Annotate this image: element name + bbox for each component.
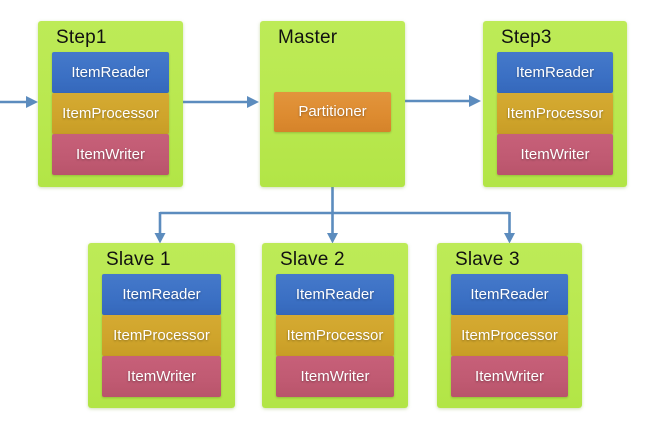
component-itemprocessor: ItemProcessor xyxy=(52,93,169,134)
component-itemwriter: ItemWriter xyxy=(102,356,221,397)
component-itemprocessor: ItemProcessor xyxy=(497,93,613,134)
component-itemprocessor: ItemProcessor xyxy=(451,315,568,356)
arrow-step1-to-master xyxy=(183,96,259,108)
component-partitioner: Partitioner xyxy=(274,92,391,132)
component-itemreader: ItemReader xyxy=(451,274,568,315)
node-master: Master Partitioner xyxy=(260,21,405,187)
component-itemwriter: ItemWriter xyxy=(52,134,169,175)
arrowhead-right-icon xyxy=(469,95,481,107)
node-title: Slave 3 xyxy=(455,249,520,270)
component-itemreader: ItemReader xyxy=(276,274,394,315)
arrowhead-down-icon xyxy=(327,233,338,244)
node-title: Slave 1 xyxy=(106,249,171,270)
node-title: Step1 xyxy=(56,27,107,48)
component-stack: ItemReader ItemProcessor ItemWriter xyxy=(276,274,394,397)
node-slave2: Slave 2 ItemReader ItemProcessor ItemWri… xyxy=(262,243,408,408)
component-itemreader: ItemReader xyxy=(102,274,221,315)
component-stack: ItemReader ItemProcessor ItemWriter xyxy=(52,52,169,175)
component-itemwriter: ItemWriter xyxy=(497,134,613,175)
arrowhead-right-icon xyxy=(247,96,259,108)
node-step3: Step3 ItemReader ItemProcessor ItemWrite… xyxy=(483,21,627,187)
arrowhead-down-icon xyxy=(154,233,166,244)
component-itemreader: ItemReader xyxy=(52,52,169,93)
arrowhead-down-icon xyxy=(504,233,515,244)
connector-master-to-slaves xyxy=(154,187,515,244)
node-slave3: Slave 3 ItemReader ItemProcessor ItemWri… xyxy=(437,243,582,408)
component-stack: Partitioner xyxy=(274,92,391,132)
component-itemprocessor: ItemProcessor xyxy=(276,315,394,356)
node-step1: Step1 ItemReader ItemProcessor ItemWrite… xyxy=(38,21,183,187)
component-itemwriter: ItemWriter xyxy=(451,356,568,397)
node-title: Slave 2 xyxy=(280,249,345,270)
component-itemprocessor: ItemProcessor xyxy=(102,315,221,356)
arrow-master-to-step3 xyxy=(405,95,481,107)
component-stack: ItemReader ItemProcessor ItemWriter xyxy=(451,274,568,397)
component-itemreader: ItemReader xyxy=(497,52,613,93)
component-stack: ItemReader ItemProcessor ItemWriter xyxy=(497,52,613,175)
node-title: Master xyxy=(278,27,338,48)
arrow-input-to-step1 xyxy=(0,96,38,108)
arrowhead-right-icon xyxy=(26,96,38,108)
component-itemwriter: ItemWriter xyxy=(276,356,394,397)
node-title: Step3 xyxy=(501,27,552,48)
node-slave1: Slave 1 ItemReader ItemProcessor ItemWri… xyxy=(88,243,235,408)
component-stack: ItemReader ItemProcessor ItemWriter xyxy=(102,274,221,397)
